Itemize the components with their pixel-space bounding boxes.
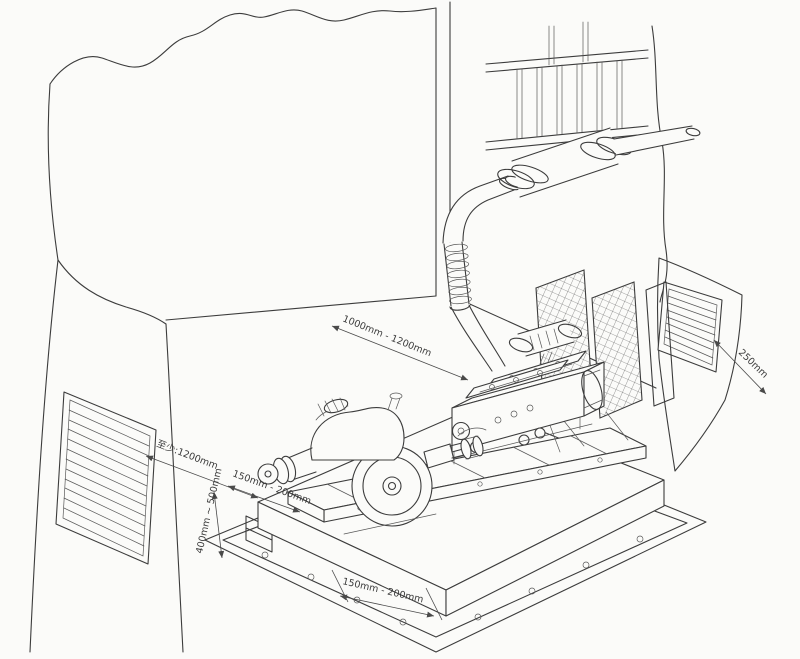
centrifugal-pump bbox=[257, 392, 437, 535]
air-filter bbox=[508, 319, 583, 365]
air-inlet-louver-left bbox=[55, 391, 157, 565]
shaft-coupling bbox=[423, 427, 487, 469]
window-bars bbox=[485, 21, 649, 151]
diesel-engine bbox=[445, 319, 605, 465]
air-outlet-louver-right bbox=[657, 281, 723, 373]
exhaust-system bbox=[442, 125, 701, 372]
exhaust-silencer bbox=[497, 127, 632, 198]
flexible-bellows bbox=[443, 241, 472, 307]
tail-pipe bbox=[613, 125, 701, 156]
